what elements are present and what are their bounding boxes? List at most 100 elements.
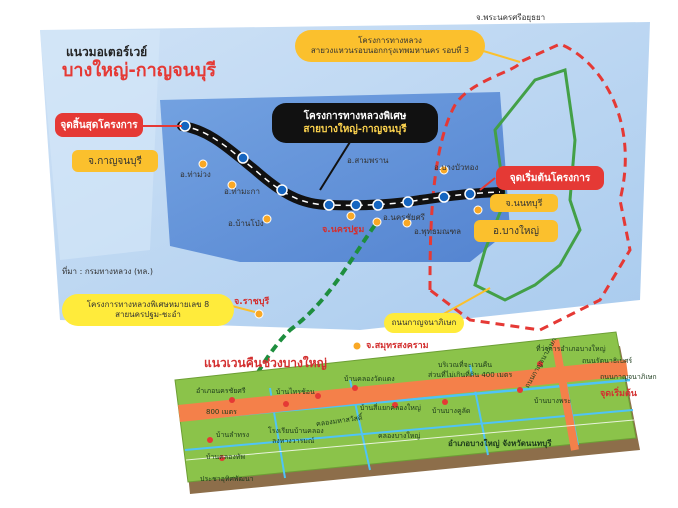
special-hwy-line2: สายบางใหญ่-กาญจนบุรี — [303, 124, 407, 135]
inset-amphoe-nakhon-chai-si: อำเภอนครชัยศรี — [196, 387, 246, 395]
project-end-callout: จุดสิ้นสุดโครงการ — [55, 113, 143, 137]
inset-ban-bang-phlu: บ้านบางคูลัด — [432, 407, 471, 415]
place-dot — [254, 309, 264, 319]
project-start-label: จุดเริ่มต้นโครงการ — [509, 172, 591, 184]
inset-canal — [184, 409, 634, 451]
hwy8-line1: โครงการทางหลวงพิเศษหมายเลข 8 — [86, 300, 210, 309]
kanchanaphisek-pointer — [439, 287, 491, 317]
place-pathum-thani: จ.พระนครศรีอยุธยา — [476, 13, 546, 22]
inset-bang-yai-office: ที่ว่าการอำเภอบางใหญ่ — [536, 345, 606, 353]
inset-surface — [174, 331, 637, 483]
inset-interchange-line2: ส่วนที่ไม่เกินที่ดิน 400 เมตร — [428, 371, 513, 379]
place-dot — [352, 341, 362, 351]
inset-ban-lam-thong: บ้านลำทรง — [216, 431, 250, 439]
place-sam-phran: อ.สามพราน — [347, 156, 389, 165]
inset-marker — [352, 385, 358, 391]
route-marker — [438, 191, 450, 203]
route-marker — [402, 196, 414, 208]
place-dot — [372, 217, 382, 227]
kanchanaphisek-callout: ถนนกาญจนาภิเษก — [384, 313, 464, 333]
inset-800m: 800 เมตร — [206, 408, 237, 416]
route-marker — [372, 199, 384, 211]
place-dot — [346, 211, 356, 221]
route-marker — [464, 188, 476, 200]
inset-ratchaphruek: ถนนรัตนาธิเบศร์ — [582, 357, 633, 365]
place-tha-muang: อ.ท่าม่วง — [180, 170, 211, 179]
inset-marker — [392, 402, 398, 408]
start-pointer — [479, 177, 496, 191]
ring3-boundary — [428, 42, 632, 332]
inset-ban-khlong-thap: บ้านคลองทัพ — [206, 453, 245, 461]
inset-marker — [207, 437, 213, 443]
place-dot — [198, 159, 208, 169]
inset-ban-khlong-wat: บ้านคลองวัดแดง — [344, 375, 395, 383]
special-hwy-pointer — [319, 141, 351, 191]
inset-marker — [537, 361, 543, 367]
nonthaburi-box: จ.นนทบุรี — [490, 194, 558, 212]
place-dot — [473, 205, 483, 215]
inset-marker — [229, 397, 235, 403]
nonthaburi-boundary — [473, 68, 582, 302]
special-hwy-line1: โครงการทางหลวงพิเศษ — [303, 110, 407, 122]
hwy8-pointer — [231, 305, 256, 313]
special-hwy-callout: โครงการทางหลวงพิเศษ สายบางใหญ่-กาญจนบุรี — [272, 103, 438, 143]
inset-markers — [207, 361, 543, 461]
place-dot — [402, 218, 412, 228]
place-samut-songkhram: จ.สมุทรสงคราม — [366, 341, 429, 351]
inset-school-line1: โรงเรียนบ้านคลอง — [268, 427, 324, 435]
project-end-label: จุดสิ้นสุดโครงการ — [60, 119, 138, 131]
place-phutthamonthon: อ.พุทธมณฑล — [414, 227, 462, 236]
inset-marker — [283, 401, 289, 407]
title-line1: แนวมอเตอร์เวย์ — [66, 45, 148, 59]
hwy8-callout: โครงการทางหลวงพิเศษหมายเลข 8 สายนครปฐม-ช… — [62, 294, 234, 326]
kanchanaburi-label: จ.กาญจนบุรี — [88, 155, 142, 167]
kanchanaburi-box: จ.กาญจนบุรี — [72, 150, 158, 172]
title-line2: บางใหญ่-กาญจนบุรี — [62, 60, 217, 81]
inset-title: แนวเวนคืนช่วงบางใหญ่ — [204, 356, 327, 370]
bang-yai-box: อ.บางใหญ่ — [474, 220, 558, 242]
inset-interchange-line1: บริเวณที่จะเวนคืน — [438, 361, 493, 369]
inset-school-line2: ลงทางวารมณ์ — [272, 437, 315, 445]
inset-main-road — [178, 360, 628, 422]
inset-khlong-bang-yai: คลองบางใหญ่ — [378, 432, 421, 440]
place-dots — [198, 159, 483, 351]
inset-marker — [442, 399, 448, 405]
inset-marker — [517, 387, 523, 393]
route-marker — [323, 199, 335, 211]
place-nakhon-chai-si: อ.นครชัยศรี — [383, 213, 425, 222]
bang-yai-label: อ.บางใหญ่ — [492, 225, 540, 237]
kanchanaphisek-label: ถนนกาญจนาภิเษก — [391, 318, 457, 327]
inset-ban-klang: บ้านบางพระ — [534, 397, 572, 405]
inset-ban-ngiew: บ้านสี่แยกคลองใหญ่ — [360, 404, 421, 412]
place-dot — [227, 180, 237, 190]
place-ban-pong: อ.บ้านโป่ง — [228, 219, 264, 228]
source-note: ที่มา : กรมทางหลวง (ทล.) — [62, 267, 153, 276]
inset-minor-road — [185, 419, 635, 461]
ring3-pointer — [479, 49, 521, 63]
place-dot — [439, 165, 449, 175]
place-dot — [262, 214, 272, 224]
inset-cross-road — [551, 339, 579, 451]
nonthaburi-label: จ.นนทบุรี — [505, 199, 543, 209]
inset-marker — [315, 393, 321, 399]
place-bang-bua-thong: อ.บางบัวทอง — [434, 163, 479, 172]
ring3-callout: โครงการทางหลวง สายวงแหวนรอบนอกกรุงเทพมหา… — [295, 30, 485, 62]
place-nakhon-pathom: จ.นครปฐม — [322, 225, 365, 235]
inset-start-point: จุดเริ่มต้น — [600, 389, 637, 399]
route-marker — [237, 152, 249, 164]
inset-amphoe-bang-yai: อำเภอบางใหญ่ จังหวัดนนทบุรี — [448, 439, 552, 448]
ring3-line1: โครงการทางหลวง — [358, 36, 422, 45]
route-markers — [179, 120, 476, 211]
place-tha-maka: อ.ท่ามะกา — [224, 187, 261, 196]
route-marker — [276, 184, 288, 196]
project-start-callout: จุดเริ่มต้นโครงการ — [496, 166, 604, 190]
inset-pracha-uthit: ประชาอุทิศพัฒนา — [200, 475, 254, 483]
left-stripe — [40, 30, 160, 260]
inset-ban-nong-phai: บ้านไทรช้อน — [276, 388, 315, 396]
hwy8-route — [256, 223, 377, 374]
ring3-line2: สายวงแหวนรอบนอกกรุงเทพมหานคร รอบที่ 3 — [310, 46, 470, 55]
inset-kanchana-rd: ถนนกาญจนาภิเษก — [600, 373, 657, 381]
place-ratchaburi: จ.ราชบุรี — [234, 297, 270, 307]
